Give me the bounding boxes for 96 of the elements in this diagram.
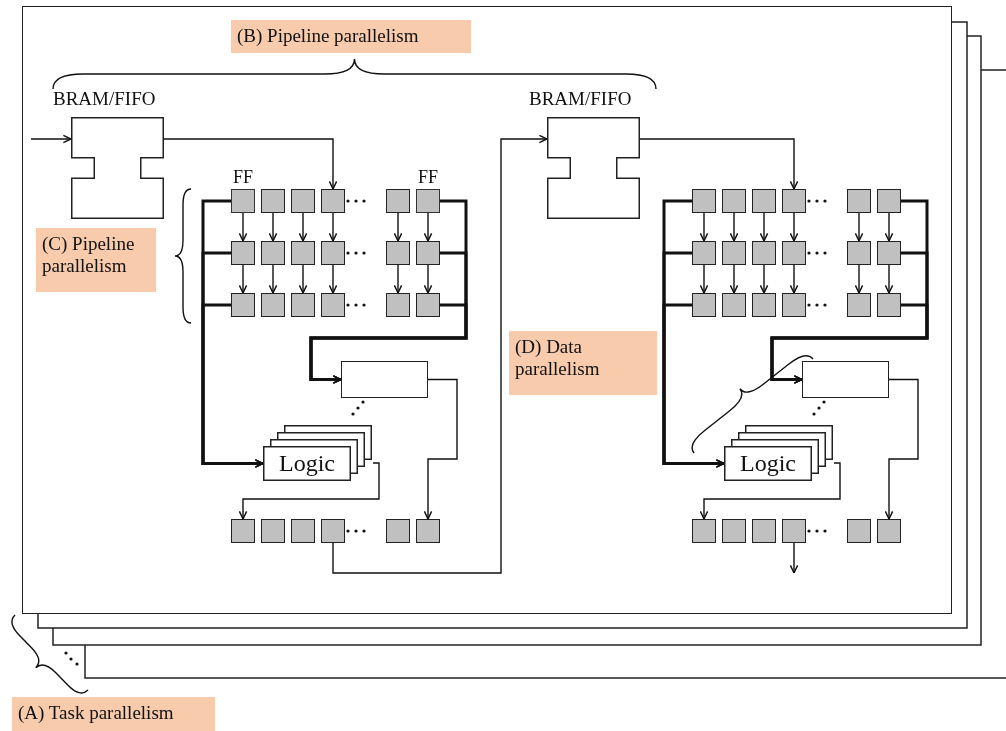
register-square	[321, 519, 345, 543]
arrow	[699, 212, 709, 242]
arrow	[309, 303, 468, 384]
register-square	[416, 293, 440, 317]
register-square	[752, 519, 776, 543]
register-square	[321, 241, 345, 265]
register-square	[692, 519, 716, 543]
register-square	[847, 241, 871, 265]
arrow	[699, 462, 841, 520]
arrow	[298, 212, 308, 242]
register-square	[847, 293, 871, 317]
register-square	[752, 189, 776, 213]
register-square	[782, 189, 806, 213]
arrow	[662, 303, 725, 468]
register-square	[722, 189, 746, 213]
arrow	[884, 264, 894, 294]
logic-unit-box	[802, 361, 889, 398]
arrow	[393, 264, 403, 294]
register-square	[386, 241, 410, 265]
arrow	[759, 212, 769, 242]
arrow	[328, 264, 338, 294]
register-square	[291, 241, 315, 265]
register-square	[877, 189, 901, 213]
arrow	[884, 378, 919, 520]
register-square	[847, 189, 871, 213]
register-square	[847, 519, 871, 543]
arrow	[770, 303, 929, 384]
register-square	[877, 293, 901, 317]
arrow	[328, 212, 338, 242]
register-square	[782, 241, 806, 265]
arrow	[268, 212, 278, 242]
register-label: FF	[232, 167, 254, 187]
register-square	[782, 293, 806, 317]
arrow	[238, 212, 248, 242]
arrow	[729, 212, 739, 242]
register-square	[692, 293, 716, 317]
arrow	[884, 212, 894, 242]
register-square	[231, 241, 255, 265]
arrow	[423, 212, 433, 242]
annotation-label: (A) Task parallelism	[12, 697, 215, 731]
register-square	[722, 293, 746, 317]
arrow	[789, 264, 799, 294]
arrow	[639, 138, 799, 190]
register-square	[722, 241, 746, 265]
register-square	[877, 519, 901, 543]
register-square	[722, 519, 746, 543]
arrow	[423, 378, 458, 520]
arrow	[268, 264, 278, 294]
register-square	[291, 293, 315, 317]
annotation-label: (C) Pipeline parallelism	[36, 228, 156, 292]
register-square	[386, 519, 410, 543]
arrow	[854, 264, 864, 294]
register-square	[416, 519, 440, 543]
arrow	[238, 462, 380, 520]
register-square	[321, 189, 345, 213]
register-square	[782, 519, 806, 543]
register-square	[261, 189, 285, 213]
block-label: Logic	[278, 450, 336, 476]
register-square	[386, 189, 410, 213]
block-label: BRAM/FIFO	[53, 89, 156, 109]
register-square	[692, 241, 716, 265]
register-label: FF	[417, 167, 439, 187]
annotation-label: (B) Pipeline parallelism	[231, 20, 471, 53]
register-square	[291, 189, 315, 213]
arrow	[393, 212, 403, 242]
register-square	[291, 519, 315, 543]
logic-unit-box	[341, 361, 428, 398]
register-square	[321, 293, 345, 317]
block-label: BRAM/FIFO	[529, 89, 632, 109]
arrow	[30, 134, 72, 144]
register-square	[877, 241, 901, 265]
register-square	[231, 293, 255, 317]
register-square	[752, 293, 776, 317]
arrow	[759, 264, 769, 294]
register-square	[261, 519, 285, 543]
arrow	[423, 264, 433, 294]
arrow	[163, 138, 338, 190]
block-label: Logic	[739, 450, 797, 476]
arrow	[789, 542, 799, 574]
annotation-label: (D) Data parallelism	[509, 331, 657, 395]
arrow	[298, 264, 308, 294]
arrow	[699, 264, 709, 294]
arrow	[854, 212, 864, 242]
register-square	[752, 241, 776, 265]
register-square	[231, 519, 255, 543]
arrow	[729, 264, 739, 294]
register-square	[261, 293, 285, 317]
arrow	[201, 303, 264, 468]
register-square	[386, 293, 410, 317]
page-frame	[22, 6, 952, 614]
arrow	[238, 264, 248, 294]
arrow	[789, 212, 799, 242]
arrow	[332, 134, 548, 574]
register-square	[692, 189, 716, 213]
register-square	[261, 241, 285, 265]
register-square	[416, 241, 440, 265]
